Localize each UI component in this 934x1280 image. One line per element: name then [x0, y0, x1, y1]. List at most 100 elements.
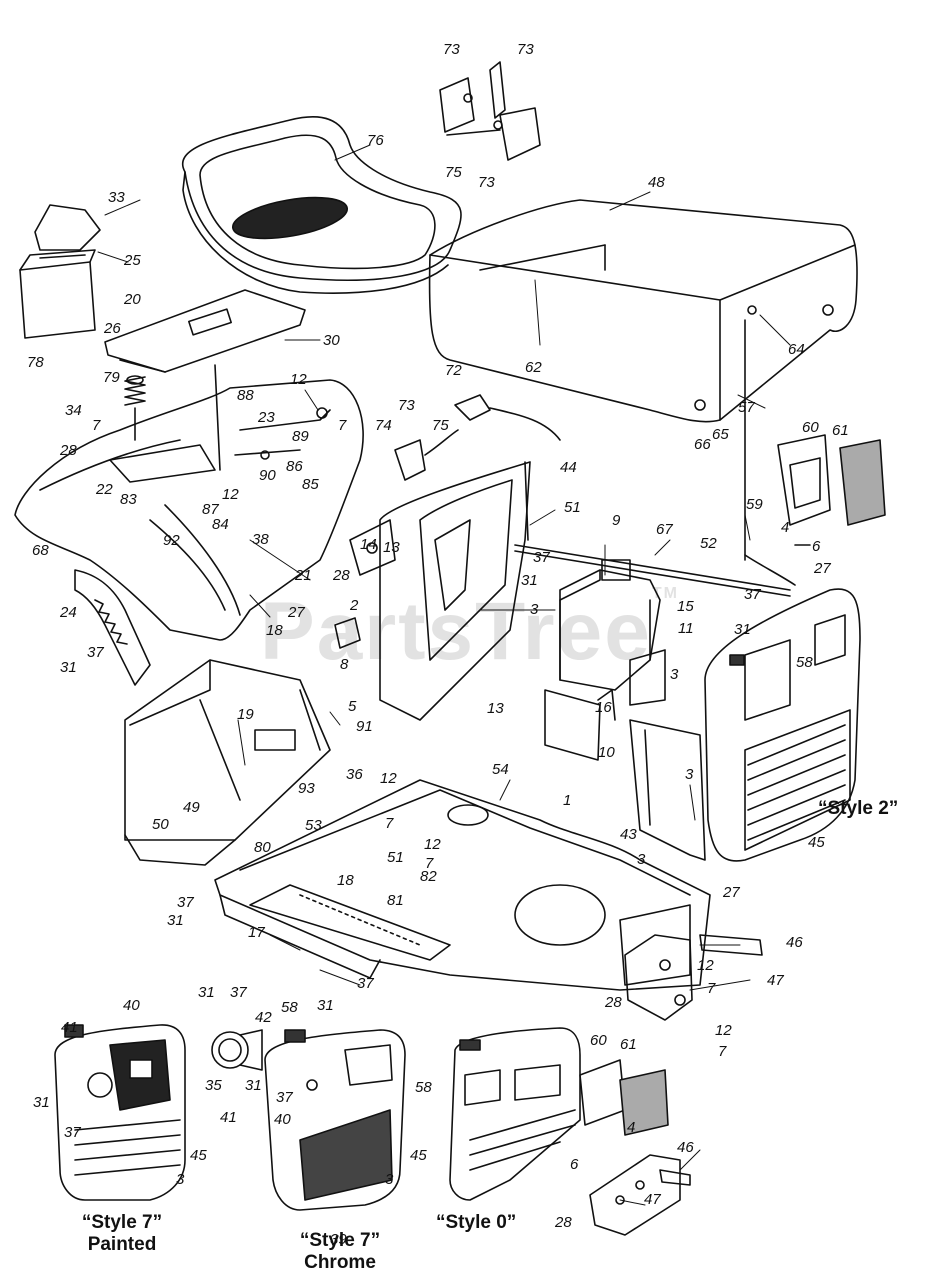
part-callout-number: 58	[281, 999, 298, 1016]
part-callout-number: 92	[163, 532, 180, 549]
part-callout-number: 64	[788, 341, 805, 358]
part-callout-number: 76	[367, 132, 384, 149]
part-callout-number: 86	[286, 458, 303, 475]
part-callout-number: 28	[605, 994, 622, 1011]
part-callout-number: 12	[290, 371, 307, 388]
part-callout-number: 74	[375, 417, 392, 434]
part-callout-number: 7	[425, 855, 434, 872]
part-callout-number: 5	[348, 698, 357, 715]
part-callout-number: 89	[292, 428, 309, 445]
battery-part	[19, 204, 101, 339]
part-callout-number: 31	[734, 621, 751, 638]
part-callout-number: 27	[288, 604, 305, 621]
part-callout-number: 43	[620, 826, 637, 843]
dash-panel	[379, 461, 531, 721]
part-callout-number: 18	[266, 622, 283, 639]
part-callout-number: 31	[33, 1094, 50, 1111]
part-callout-number: 35	[205, 1077, 222, 1094]
part-callout-number: 37	[533, 549, 550, 566]
part-callout-number: 7	[385, 815, 394, 832]
side-panel	[629, 719, 706, 861]
part-callout-number: 45	[808, 834, 825, 851]
part-callout-number: 62	[525, 359, 542, 376]
headlight-lamp	[211, 1029, 263, 1071]
front-axle-bracket	[624, 934, 693, 1021]
part-callout-number: 25	[124, 252, 141, 269]
caption-style-7-painted: “Style 7” Painted	[62, 1212, 182, 1256]
part-callout-number: 85	[302, 476, 319, 493]
part-callout-number: 84	[212, 516, 229, 533]
part-callout-number: 46	[677, 1139, 694, 1156]
part-callout-number: 60	[590, 1032, 607, 1049]
grille-style-7-chrome	[264, 1029, 406, 1211]
part-callout-number: 31	[521, 572, 538, 589]
part-callout-number: 14	[360, 536, 377, 553]
part-callout-number: 37	[357, 975, 374, 992]
part-callout-number: 81	[387, 892, 404, 909]
part-callout-number: 73	[478, 174, 495, 191]
part-callout-number: 41	[220, 1109, 237, 1126]
battery-support-plate	[104, 289, 306, 373]
part-callout-number: 68	[32, 542, 49, 559]
seat-hinge-bracket	[439, 61, 541, 161]
part-callout-number: 12	[222, 486, 239, 503]
part-callout-number: 37	[276, 1089, 293, 1106]
caption-line: “Style 7”	[299, 1230, 381, 1251]
part-callout-number: 3	[685, 766, 694, 783]
part-callout-number: 75	[432, 417, 449, 434]
part-callout-number: 80	[254, 839, 271, 856]
part-callout-number: 39	[330, 1231, 347, 1248]
part-callout-number: 54	[492, 761, 509, 778]
part-callout-number: 52	[700, 535, 717, 552]
part-callout-number: 88	[237, 387, 254, 404]
part-callout-number: 31	[245, 1077, 262, 1094]
part-callout-number: 7	[92, 417, 101, 434]
part-callout-number: 51	[387, 849, 404, 866]
part-callout-number: 23	[258, 409, 275, 426]
frame-part	[214, 779, 763, 991]
part-callout-number: 2	[350, 597, 359, 614]
part-callout-number: 31	[317, 997, 334, 1014]
part-callout-number: 13	[487, 700, 504, 717]
throttle-control	[394, 394, 561, 481]
part-callout-number: 57	[738, 399, 755, 416]
part-callout-number: 41	[61, 1019, 78, 1036]
part-callout-number: 6	[812, 538, 821, 555]
part-callout-number: 15	[677, 598, 694, 615]
part-callout-number: 7	[718, 1043, 727, 1060]
caption-line: Chrome	[304, 1252, 376, 1273]
part-callout-number: 61	[832, 422, 849, 439]
part-callout-number: 66	[694, 436, 711, 453]
part-callout-number: 20	[124, 291, 141, 308]
part-callout-number: 34	[65, 402, 82, 419]
part-callout-number: 12	[715, 1022, 732, 1039]
part-callout-number: 47	[644, 1191, 661, 1208]
part-callout-number: 65	[712, 426, 729, 443]
part-callout-number: 59	[746, 496, 763, 513]
part-callout-number: 7	[707, 980, 716, 997]
part-callout-number: 4	[781, 519, 790, 536]
part-callout-number: 3	[637, 851, 646, 868]
part-callout-number: 31	[167, 912, 184, 929]
seat-switch-bracket	[334, 519, 396, 649]
seat-adjust-rod	[214, 364, 331, 471]
part-callout-number: 10	[598, 744, 615, 761]
grille-style-0	[449, 1027, 669, 1201]
part-callout-number: 49	[183, 799, 200, 816]
part-callout-number: 3	[670, 666, 679, 683]
fender-part	[14, 379, 364, 641]
rear-panel	[124, 659, 331, 866]
part-callout-number: 37	[64, 1124, 81, 1141]
part-callout-number: 72	[445, 362, 462, 379]
seat-spring	[124, 375, 146, 441]
part-callout-number: 79	[103, 369, 120, 386]
part-callout-number: 36	[346, 766, 363, 783]
caption-style-2: “Style 2”	[818, 798, 899, 819]
part-callout-number: 58	[796, 654, 813, 671]
part-callout-number: 46	[786, 934, 803, 951]
part-callout-number: 12	[424, 836, 441, 853]
caption-line: “Style 7”	[81, 1212, 163, 1233]
part-callout-number: 21	[295, 567, 312, 584]
part-callout-number: 19	[237, 706, 254, 723]
